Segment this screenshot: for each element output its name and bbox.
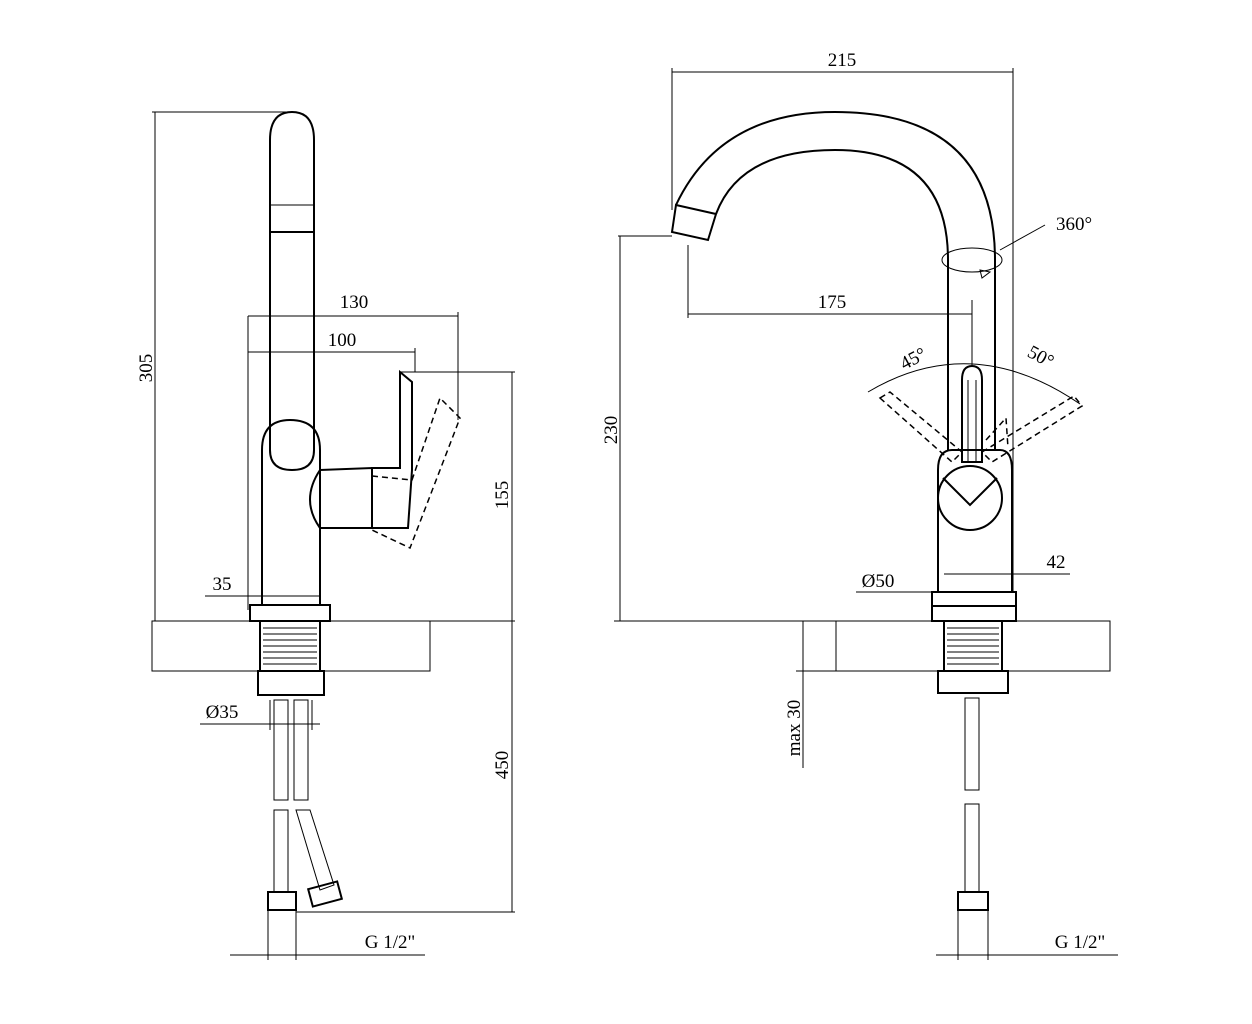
hose-right-lower <box>295 809 335 891</box>
rotation-indicator <box>941 247 1003 273</box>
dim-base-diameter: Ø50 <box>862 571 895 592</box>
dim-base-width: 35 <box>213 574 232 595</box>
spout-arc <box>715 148 949 450</box>
dim-reach-outer: 130 <box>340 292 369 313</box>
dim-reach-inner: 100 <box>328 330 357 351</box>
faucet-body <box>261 418 321 605</box>
dim-hose-thread: G 1/2" <box>365 932 416 953</box>
shank-thread <box>263 627 317 665</box>
lever-right-position <box>980 395 1084 463</box>
hose-right-upper <box>293 699 309 801</box>
hose-left-upper <box>273 699 289 801</box>
dim-height-outlet: 230 <box>601 416 622 445</box>
lever-left-position <box>878 391 964 464</box>
base-plate <box>249 604 331 622</box>
spout-tube <box>269 110 315 472</box>
front-dimensions <box>614 68 1118 960</box>
dim-lever-right: 50° <box>1024 342 1057 373</box>
shank-thread-front <box>947 627 999 665</box>
dim-hose-length: 450 <box>492 751 513 780</box>
lever-front <box>961 364 983 463</box>
fitting-front <box>957 891 989 911</box>
fitting-left <box>267 891 297 911</box>
lever-handle <box>371 369 413 529</box>
hose-nut <box>257 670 325 696</box>
cartridge-housing <box>309 466 373 529</box>
front-view: 215 360° 175 230 45° 50° 42 Ø50 max 30 G… <box>601 50 1118 960</box>
hose-lower-front <box>964 803 980 893</box>
lever-open-position <box>371 396 461 550</box>
dim-rotation: 360° <box>1056 214 1092 235</box>
dim-handle-height: 155 <box>492 481 513 510</box>
dim-body-width: 42 <box>1047 552 1066 573</box>
dim-spout-reach: 175 <box>818 292 847 313</box>
dim-hose-thread-front: G 1/2" <box>1055 932 1106 953</box>
dim-counter-thickness: max 30 <box>784 700 805 756</box>
side-view: 305 130 100 155 35 Ø35 450 G 1/2" <box>136 110 515 960</box>
dim-lever-left: 45° <box>897 344 930 375</box>
dim-shank-diameter: Ø35 <box>206 702 239 723</box>
hose-left-lower <box>273 809 289 893</box>
base-plate-front <box>931 591 1017 607</box>
hose-nut-front <box>937 670 1009 694</box>
dim-height-total: 305 <box>136 354 157 383</box>
fitting-right <box>306 880 344 908</box>
side-dimensions <box>152 111 515 960</box>
dim-spout-span: 215 <box>828 50 857 71</box>
hose-upper-front <box>964 697 980 791</box>
aerator <box>670 203 718 242</box>
cartridge-knob <box>937 465 1003 531</box>
